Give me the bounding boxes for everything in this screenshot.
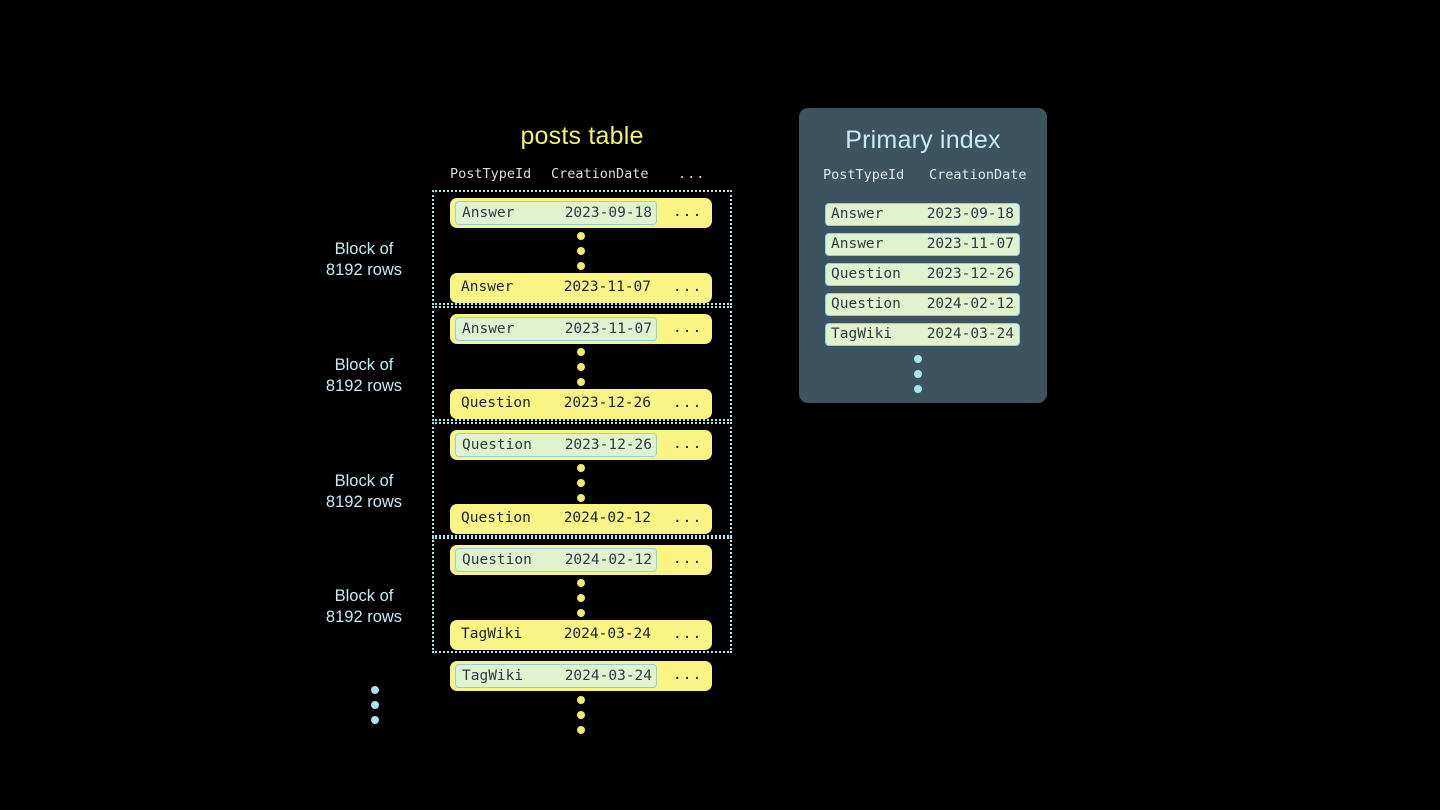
- posts-row-4-cells: Question 2023-12-26: [455, 392, 657, 416]
- posts-row-2-cells: Answer 2023-11-07: [455, 276, 657, 300]
- posts-row-gap-dots-2: [577, 348, 586, 393]
- primary-index-trailing-dots: [914, 355, 923, 400]
- posts-row-1-posttypeid: Answer: [462, 205, 515, 221]
- posts-row-7-posttypeid: Question: [462, 552, 532, 568]
- block-3-label: Block of 8192 rows: [302, 471, 426, 513]
- posts-row-2-rest: ...: [673, 279, 703, 295]
- posts-row-1[interactable]: Answer 2023-09-18 ...: [450, 198, 712, 228]
- index-row-3-posttypeid: Question: [831, 266, 901, 282]
- posts-row-3-creationdate: 2023-11-07: [564, 321, 652, 337]
- posts-row-9-creationdate: 2024-03-24: [564, 668, 652, 684]
- index-row-3-creationdate: 2023-12-26: [926, 266, 1014, 282]
- block-2-label: Block of 8192 rows: [302, 355, 426, 397]
- posts-row-7-rest: ...: [673, 551, 703, 567]
- block-4-label-line1: Block of: [334, 587, 394, 605]
- posts-row-1-creationdate: 2023-09-18: [564, 205, 652, 221]
- column-header-ellipsis: ...: [678, 166, 706, 182]
- primary-index-title: Primary index: [845, 126, 1001, 154]
- index-row-1[interactable]: Answer 2023-09-18: [825, 203, 1020, 226]
- posts-row-8-posttypeid: TagWiki: [461, 626, 523, 642]
- index-row-2-posttypeid: Answer: [831, 236, 884, 252]
- posts-row-5[interactable]: Question 2023-12-26 ...: [450, 430, 712, 460]
- posts-row-2-creationdate: 2023-11-07: [563, 279, 651, 295]
- posts-row-8-cells: TagWiki 2024-03-24: [455, 623, 657, 647]
- posts-row-6[interactable]: Question 2024-02-12 ...: [450, 504, 712, 534]
- blocks-trailing-dots: [371, 686, 380, 731]
- index-row-4[interactable]: Question 2024-02-12: [825, 293, 1020, 316]
- posts-row-gap-dots-3: [577, 464, 586, 509]
- index-row-5-creationdate: 2024-03-24: [926, 326, 1014, 342]
- block-4-label: Block of 8192 rows: [302, 586, 426, 628]
- posts-row-7[interactable]: Question 2024-02-12 ...: [450, 545, 712, 575]
- posts-row-9-rest: ...: [673, 667, 703, 683]
- posts-row-5-posttypeid: Question: [462, 437, 532, 453]
- index-row-5-posttypeid: TagWiki: [831, 326, 893, 342]
- primary-index-column-headers: PostTypeId CreationDate: [823, 167, 1027, 187]
- block-3-label-line1: Block of: [334, 472, 394, 490]
- posts-row-6-cells: Question 2024-02-12: [455, 507, 657, 531]
- posts-row-gap-dots-1: [577, 232, 586, 277]
- posts-table-column-headers: PostTypeId CreationDate ...: [450, 166, 712, 186]
- block-1: Block of 8192 rows: [326, 190, 732, 305]
- posts-row-7-creationdate: 2024-02-12: [564, 552, 652, 568]
- posts-row-1-rest: ...: [673, 204, 703, 220]
- posts-row-8-creationdate: 2024-03-24: [563, 626, 651, 642]
- block-1-label-line1: Block of: [334, 240, 394, 258]
- posts-row-6-posttypeid: Question: [461, 510, 531, 526]
- posts-row-4-rest: ...: [673, 395, 703, 411]
- index-column-header-posttypeid: PostTypeId: [823, 167, 905, 183]
- posts-row-gap-dots-4: [577, 579, 586, 624]
- posts-row-3-highlight: Answer 2023-11-07: [455, 317, 657, 341]
- index-row-5[interactable]: TagWiki 2024-03-24: [825, 323, 1020, 346]
- index-row-1-creationdate: 2023-09-18: [926, 206, 1014, 222]
- posts-row-3-rest: ...: [673, 320, 703, 336]
- index-column-header-creationdate: CreationDate: [929, 167, 1027, 183]
- index-row-1-posttypeid: Answer: [831, 206, 884, 222]
- block-2-label-line1: Block of: [334, 356, 394, 374]
- posts-row-9[interactable]: TagWiki 2024-03-24 ...: [450, 661, 712, 691]
- posts-row-2[interactable]: Answer 2023-11-07 ...: [450, 273, 712, 303]
- block-3-label-line2: 8192 rows: [325, 493, 403, 511]
- posts-row-5-highlight: Question 2023-12-26: [455, 433, 657, 457]
- index-row-2-creationdate: 2023-11-07: [926, 236, 1014, 252]
- posts-row-1-highlight: Answer 2023-09-18: [455, 201, 657, 225]
- posts-row-8[interactable]: TagWiki 2024-03-24 ...: [450, 620, 712, 650]
- posts-row-4-posttypeid: Question: [461, 395, 531, 411]
- posts-row-4[interactable]: Question 2023-12-26 ...: [450, 389, 712, 419]
- block-1-label-line2: 8192 rows: [325, 261, 403, 279]
- posts-row-3[interactable]: Answer 2023-11-07 ...: [450, 314, 712, 344]
- posts-row-9-posttypeid: TagWiki: [462, 668, 524, 684]
- posts-row-7-highlight: Question 2024-02-12: [455, 548, 657, 572]
- posts-table-trailing-dots: [577, 696, 586, 741]
- posts-row-5-rest: ...: [673, 436, 703, 452]
- posts-row-9-highlight: TagWiki 2024-03-24: [455, 664, 657, 688]
- primary-index-panel: Primary index PostTypeId CreationDate An…: [799, 108, 1047, 403]
- block-4: Block of 8192 rows: [326, 537, 732, 653]
- block-4-label-line2: 8192 rows: [325, 608, 403, 626]
- posts-row-8-rest: ...: [673, 626, 703, 642]
- index-row-4-posttypeid: Question: [831, 296, 901, 312]
- posts-row-4-creationdate: 2023-12-26: [563, 395, 651, 411]
- block-2: Block of 8192 rows: [326, 306, 732, 421]
- posts-row-6-rest: ...: [673, 510, 703, 526]
- column-header-posttypeid: PostTypeId: [450, 166, 532, 182]
- block-1-label: Block of 8192 rows: [302, 239, 426, 281]
- index-row-2[interactable]: Answer 2023-11-07: [825, 233, 1020, 256]
- posts-row-6-creationdate: 2024-02-12: [563, 510, 651, 526]
- posts-table-title: posts table: [520, 122, 644, 150]
- column-header-creationdate: CreationDate: [551, 166, 649, 182]
- posts-row-3-posttypeid: Answer: [462, 321, 515, 337]
- posts-row-2-posttypeid: Answer: [461, 279, 514, 295]
- posts-row-5-creationdate: 2023-12-26: [564, 437, 652, 453]
- block-3: Block of 8192 rows: [326, 422, 732, 537]
- index-row-3[interactable]: Question 2023-12-26: [825, 263, 1020, 286]
- index-row-4-creationdate: 2024-02-12: [926, 296, 1014, 312]
- block-2-label-line2: 8192 rows: [325, 377, 403, 395]
